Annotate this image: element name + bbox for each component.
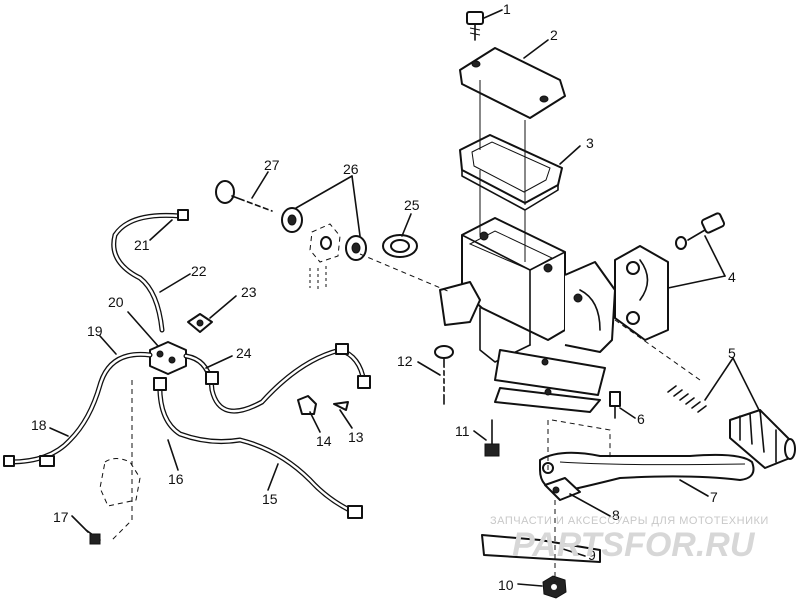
- watermark-logo: PARTSFOR.RU: [512, 526, 756, 564]
- part-26-washers: [281, 207, 367, 292]
- leader-lines: [49, 9, 761, 587]
- centerline: [359, 253, 451, 293]
- callout-9: 9: [588, 547, 596, 563]
- callout-2: 2: [550, 27, 558, 43]
- callout-26: 26: [343, 161, 359, 177]
- part-19-18-hose: [3, 351, 153, 467]
- callout-labels: 1 2 3 4 5 6 7 8 9 10 11 12 13 14 15 16 1…: [31, 1, 736, 593]
- callout-3: 3: [586, 135, 594, 151]
- watermark-caption: ЗАПЧАСТИ И АКСЕССУАРЫ ДЛЯ МОТОТЕХНИКИ: [490, 515, 769, 527]
- callout-24: 24: [236, 345, 252, 361]
- centerline: [547, 419, 611, 470]
- callout-4: 4: [728, 269, 736, 285]
- part-10-nut: [542, 575, 567, 599]
- callout-22: 22: [191, 263, 207, 279]
- watermark: ЗАПЧАСТИ И АКСЕССУАРЫ ДЛЯ МОТОТЕХНИКИ PA…: [490, 515, 769, 564]
- callout-23: 23: [241, 284, 257, 300]
- part-20-junction-block: [149, 341, 187, 375]
- callout-6: 6: [637, 411, 645, 427]
- part-27-bolt: [215, 180, 273, 218]
- centerline: [479, 80, 526, 205]
- part-13-clip: [333, 401, 349, 411]
- callout-11: 11: [455, 423, 470, 439]
- callout-5: 5: [728, 345, 736, 361]
- part-24-hose: [183, 343, 371, 414]
- master-cylinder-body: [439, 217, 616, 413]
- centerline: [479, 170, 526, 262]
- part-12-banjo-bolt: [434, 345, 454, 405]
- mount-bracket: [99, 458, 141, 507]
- part-14-grommet: [297, 395, 317, 415]
- part-2-reservoir-cover: [459, 47, 566, 119]
- part-25-boot: [382, 234, 418, 258]
- callout-13: 13: [348, 429, 364, 445]
- callout-20: 20: [108, 294, 124, 310]
- part-9-bracket: [481, 534, 601, 563]
- callout-8: 8: [612, 507, 620, 523]
- part-11-bolt: [484, 419, 500, 457]
- callout-18: 18: [31, 417, 47, 433]
- callout-12: 12: [397, 353, 413, 369]
- callout-21: 21: [134, 237, 150, 253]
- part-23-fitting: [187, 313, 213, 333]
- part-4-clamp: [614, 212, 726, 341]
- part-16-15-hose: [153, 377, 363, 519]
- callout-16: 16: [168, 471, 184, 487]
- centerline: [111, 380, 133, 541]
- part-21-22-hose: [111, 209, 189, 333]
- part-5-piston-kit: [667, 385, 796, 469]
- callout-1: 1: [503, 1, 511, 17]
- callout-10: 10: [498, 577, 514, 593]
- part-3-diaphragm: [459, 134, 563, 211]
- part-1-screw: [466, 11, 484, 41]
- callout-25: 25: [404, 197, 420, 213]
- callout-14: 14: [316, 433, 332, 449]
- callout-15: 15: [262, 491, 278, 507]
- part-6-pivot-bolt: [609, 391, 621, 419]
- callout-19: 19: [87, 323, 103, 339]
- callout-7: 7: [710, 489, 718, 505]
- callout-17: 17: [53, 509, 69, 525]
- callout-27: 27: [264, 157, 280, 173]
